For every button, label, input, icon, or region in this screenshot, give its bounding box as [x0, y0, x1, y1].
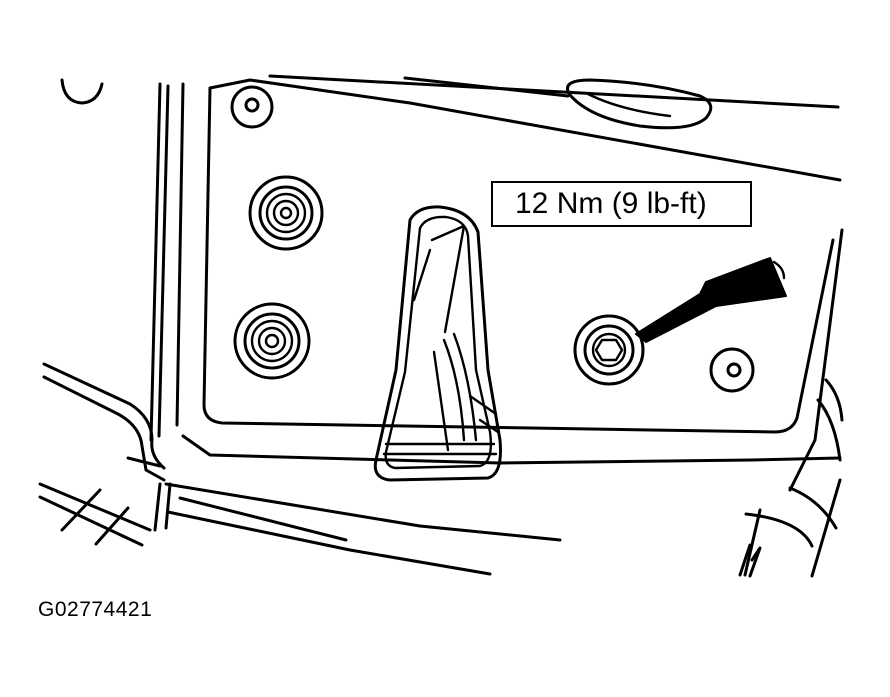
torque-label: 12 Nm (9 lb-ft)	[515, 187, 707, 220]
panel-recess-line	[403, 76, 570, 98]
corner-arc-line	[60, 78, 104, 105]
lower-right-structure-lines	[738, 378, 844, 578]
torque-callout: 12 Nm (9 lb-ft)	[491, 181, 752, 227]
panel-right-edge-line	[788, 228, 844, 492]
bolt-icon	[573, 314, 645, 386]
bolt-icon	[248, 175, 324, 251]
oval-slot-inner-line	[586, 92, 672, 118]
locating-hole-upper	[230, 85, 274, 129]
panel-upper-rim-line	[268, 74, 840, 109]
lower-left-structure-lines	[38, 362, 562, 576]
panel-lower-edge-line	[181, 434, 842, 465]
locating-hole-right	[709, 347, 755, 393]
oval-slot	[566, 78, 713, 130]
arrow-icon	[635, 257, 787, 343]
panel-top-edge-line	[208, 78, 842, 182]
bolt-icon	[233, 302, 311, 380]
figure-id: G02774421	[38, 598, 153, 621]
panel-outline	[202, 86, 835, 434]
left-rail-lines	[149, 82, 185, 442]
latch-striker	[373, 205, 502, 482]
